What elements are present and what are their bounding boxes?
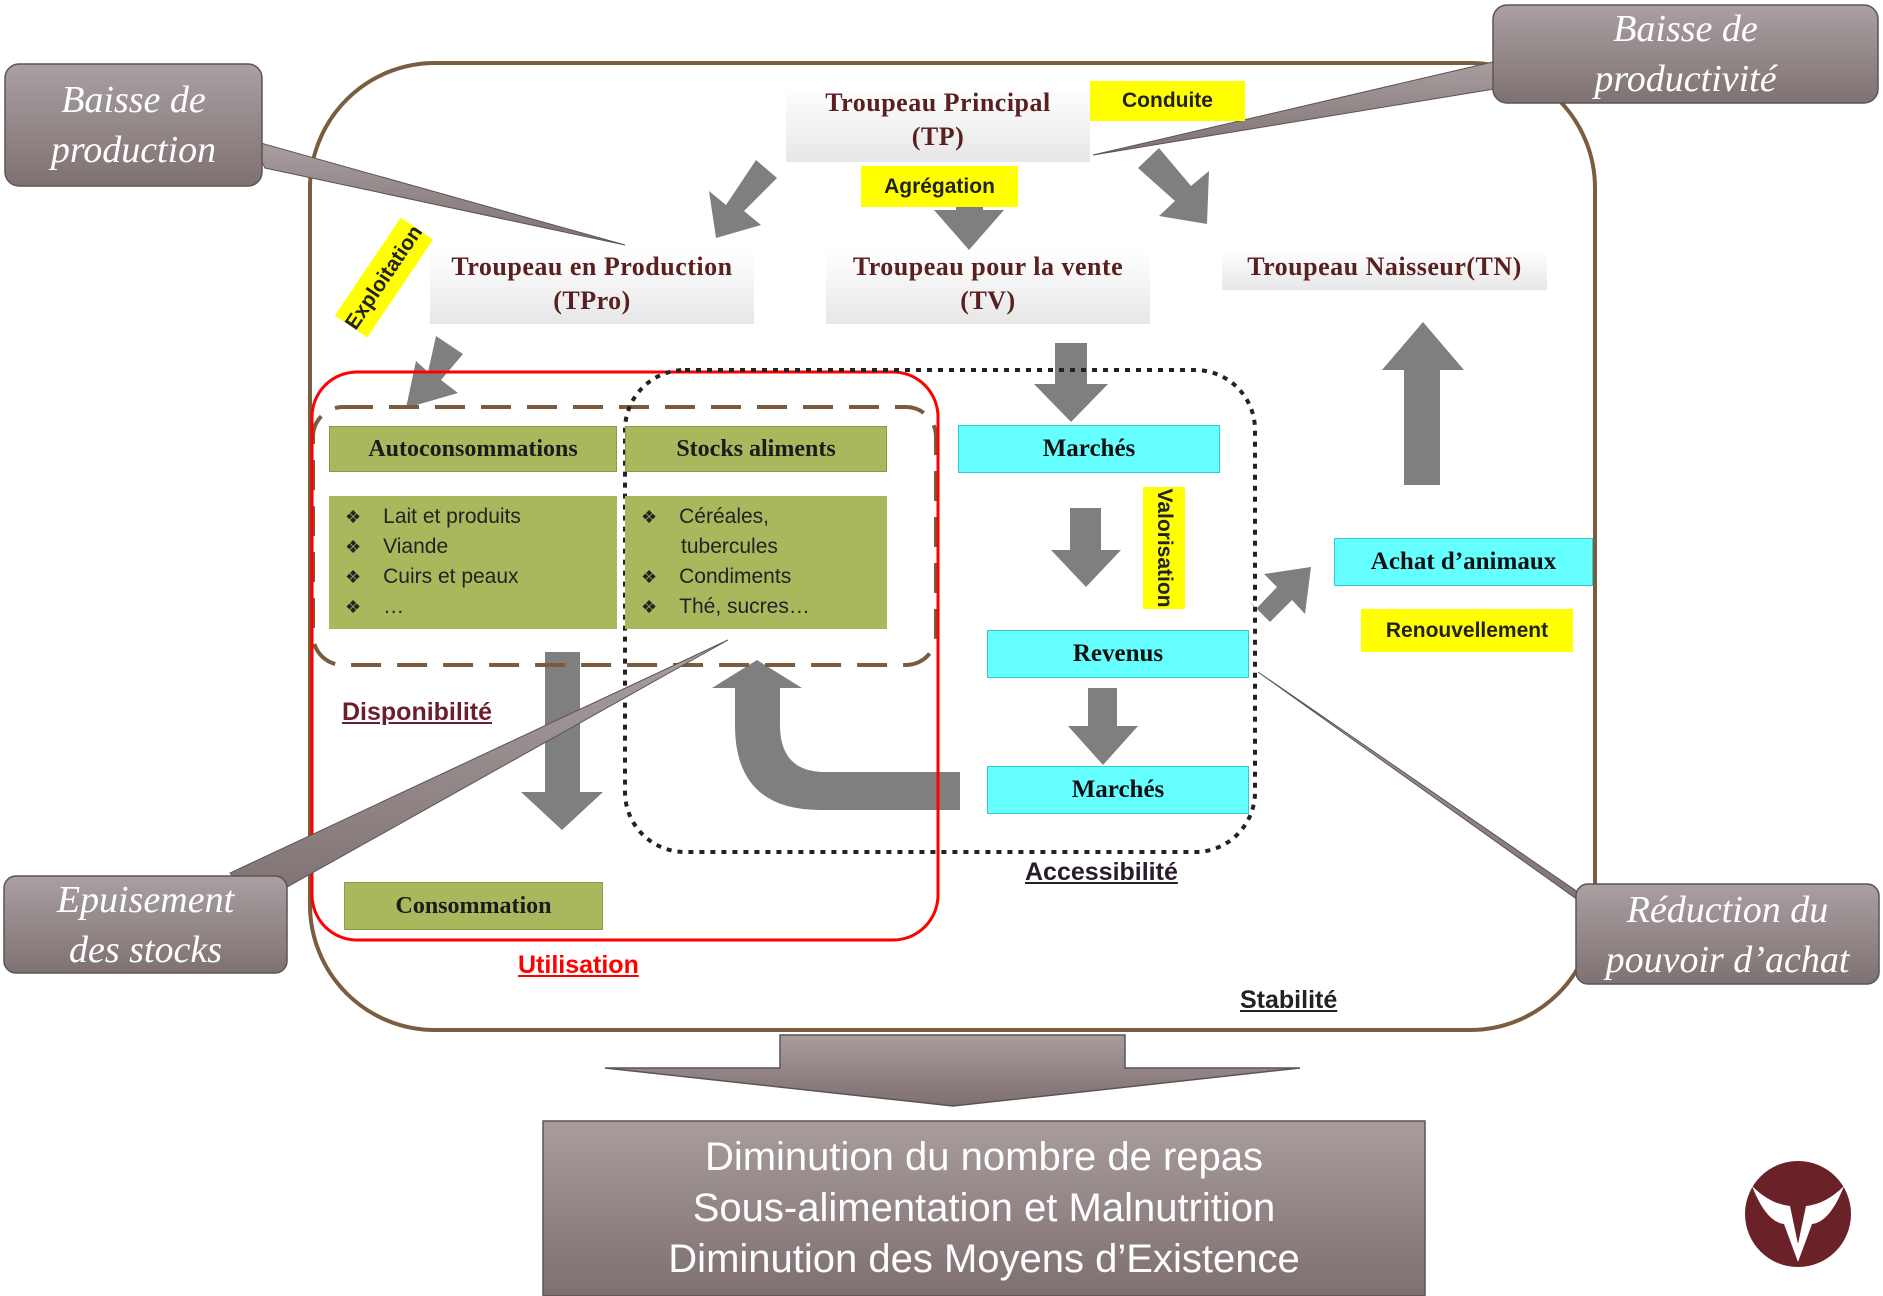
label-utilisation: Utilisation xyxy=(518,951,639,979)
list-item: Thé, sucres… xyxy=(641,592,887,622)
result-arrow xyxy=(604,1034,1301,1107)
callout-reduction: Réduction du pouvoir d’achat xyxy=(1605,889,1850,981)
callout-box-reduction xyxy=(1575,883,1880,985)
arrow-achat-to-tn xyxy=(1382,322,1464,485)
autoconsommations-title: Autoconsommations xyxy=(329,426,617,472)
herd-naisseur-line1: Troupeau Naisseur(TN) xyxy=(1247,252,1522,281)
arrow-revenus-to-achat xyxy=(1248,567,1311,622)
herd-principal-line2: (TP) xyxy=(911,122,965,151)
arrow-marches-to-stocks xyxy=(712,660,960,810)
herd-principal-line1: Troupeau Principal xyxy=(825,88,1051,117)
herd-vente-line1: Troupeau pour la vente xyxy=(852,252,1124,281)
tag-conduite: Conduite xyxy=(1090,81,1245,121)
utilisation-box xyxy=(310,370,940,942)
arrow-tv-to-marches xyxy=(1034,343,1108,422)
herd-naisseur: Troupeau Naisseur(TN) xyxy=(1222,250,1547,290)
list-item: Viande xyxy=(345,532,617,562)
list-item: Céréales, xyxy=(641,502,887,532)
callout-box-production xyxy=(4,63,263,187)
herd-vente-line2: (TV) xyxy=(960,286,1016,315)
revenus-box: Revenus xyxy=(987,630,1249,678)
result-line3: Diminution des Moyens d’Existence xyxy=(668,1237,1300,1281)
accessibilite-box xyxy=(623,368,1257,854)
marches-top-box: Marchés xyxy=(958,425,1220,473)
marches-bottom-box: Marchés xyxy=(987,766,1249,814)
tag-renouvellement: Renouvellement xyxy=(1361,609,1573,652)
list-item: tubercules xyxy=(681,535,778,558)
herd-principal: Troupeau Principal (TP) xyxy=(786,86,1090,162)
callout-baisse-production: Baisse de production xyxy=(50,79,217,171)
institution-logo xyxy=(1745,1161,1851,1267)
arrow-marches-to-revenus xyxy=(1051,508,1121,587)
callout-box-productivite xyxy=(1492,4,1879,104)
list-item: Condiments xyxy=(641,562,887,592)
callout-pointer-epuisement xyxy=(229,639,729,906)
stability-frame xyxy=(308,61,1597,1032)
tag-valorisation: Valorisation xyxy=(1143,487,1185,609)
label-disponibilite: Disponibilité xyxy=(342,698,492,726)
label-accessibilite: Accessibilité xyxy=(1025,858,1178,886)
callout-epuisement: Epuisement des stocks xyxy=(56,879,235,971)
callout-pointer-reduction xyxy=(1257,671,1608,913)
list-item: Cuirs et peaux xyxy=(345,562,617,592)
result-line1: Diminution du nombre de repas xyxy=(704,1135,1264,1179)
arrow-revenus-to-marches xyxy=(1068,688,1138,765)
herd-production-line1: Troupeau en Production xyxy=(451,252,733,281)
stocks-list: Céréales, tubercules Condiments Thé, suc… xyxy=(625,496,887,629)
callout-baisse-productivite: Baisse de productivité xyxy=(1594,8,1777,100)
callout-pointer-production xyxy=(249,139,626,246)
label-stabilite: Stabilité xyxy=(1240,986,1338,1014)
herd-vente: Troupeau pour la vente (TV) xyxy=(826,250,1150,324)
list-item: … xyxy=(345,592,617,622)
result-line2: Sous-alimentation et Malnutrition xyxy=(692,1186,1276,1230)
arrow-tp-to-tn xyxy=(1138,148,1209,224)
arrow-tp-to-tv xyxy=(934,185,1004,250)
consommation-box: Consommation xyxy=(344,882,603,930)
result-text: Diminution du nombre de repas Sous-alime… xyxy=(543,1132,1425,1285)
tag-agregation: Agrégation xyxy=(861,166,1018,207)
autoconsommations-list: Lait et produits Viande Cuirs et peaux … xyxy=(329,496,617,629)
stocks-title: Stocks aliments xyxy=(625,426,887,472)
result-box xyxy=(542,1120,1426,1296)
arrow-tp-to-tpro xyxy=(709,160,777,238)
herd-production: Troupeau en Production (TPro) xyxy=(430,250,754,324)
callout-box-epuisement xyxy=(3,875,288,974)
achat-animaux-box: Achat d’animaux xyxy=(1334,538,1593,586)
arrow-auto-to-consommation xyxy=(521,652,603,830)
herd-production-line2: (TPro) xyxy=(553,286,631,315)
list-item: Lait et produits xyxy=(345,502,617,532)
